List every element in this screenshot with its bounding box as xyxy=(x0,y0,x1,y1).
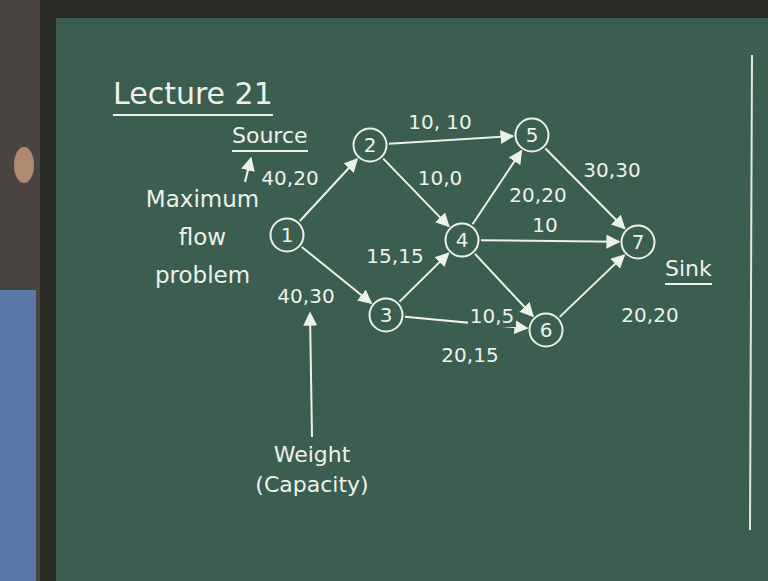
capacity-flow-label: 40,30 xyxy=(275,285,336,307)
capacity-flow-label: 15,15 xyxy=(364,245,425,267)
capacity-flow-label: 10,5 xyxy=(468,305,517,327)
node-number: 5 xyxy=(526,125,539,145)
weight-note: Weight (Capacity) xyxy=(237,440,387,500)
leader-arrow xyxy=(245,158,251,182)
chalk-line xyxy=(750,55,752,530)
capacity-flow-label: 30,30 xyxy=(581,159,642,181)
network-node: 1 xyxy=(269,217,305,253)
capacity-flow-label: 10, 10 xyxy=(406,111,474,133)
capacity-flow-label: 20,20 xyxy=(507,184,568,206)
network-node: 7 xyxy=(620,224,656,260)
node-outline xyxy=(516,119,549,152)
node-outline xyxy=(370,299,403,332)
node-outline xyxy=(446,224,479,257)
node-outline xyxy=(271,219,304,252)
board-frame xyxy=(0,0,768,18)
network-node: 2 xyxy=(352,127,388,163)
problem-note: Maximum flow problem xyxy=(140,180,265,294)
network-node: 6 xyxy=(528,312,564,348)
lecture-title: Lecture 21 xyxy=(113,76,273,116)
capacity-flow-label: 10 xyxy=(530,214,559,236)
node-number: 7 xyxy=(632,232,645,252)
lecturer-shirt xyxy=(0,290,36,581)
chalkboard xyxy=(56,18,768,581)
node-outline xyxy=(622,226,655,259)
flow-arrow xyxy=(560,255,625,317)
node-number: 3 xyxy=(380,305,393,325)
lecturer xyxy=(0,0,40,581)
node-number: 2 xyxy=(364,135,377,155)
node-outline xyxy=(354,129,387,162)
leader-arrow xyxy=(310,313,312,437)
flow-arrow xyxy=(481,240,619,242)
node-number: 6 xyxy=(540,320,553,340)
capacity-flow-label: 10,0 xyxy=(416,167,465,189)
board-frame xyxy=(40,0,56,581)
network-node: 4 xyxy=(444,222,480,258)
capacity-flow-label: 20,15 xyxy=(439,344,500,366)
capacity-flow-label: 40,20 xyxy=(259,167,320,189)
network-node: 3 xyxy=(368,297,404,333)
capacity-flow-label: 20,20 xyxy=(619,304,680,326)
node-outline xyxy=(530,314,563,347)
network-node: 5 xyxy=(514,117,550,153)
sink-label: Sink xyxy=(665,255,712,285)
flow-arrow xyxy=(389,136,513,144)
source-label: Source xyxy=(232,122,308,152)
node-number: 4 xyxy=(456,230,469,250)
node-number: 1 xyxy=(281,225,294,245)
lecturer-hand xyxy=(14,147,34,183)
